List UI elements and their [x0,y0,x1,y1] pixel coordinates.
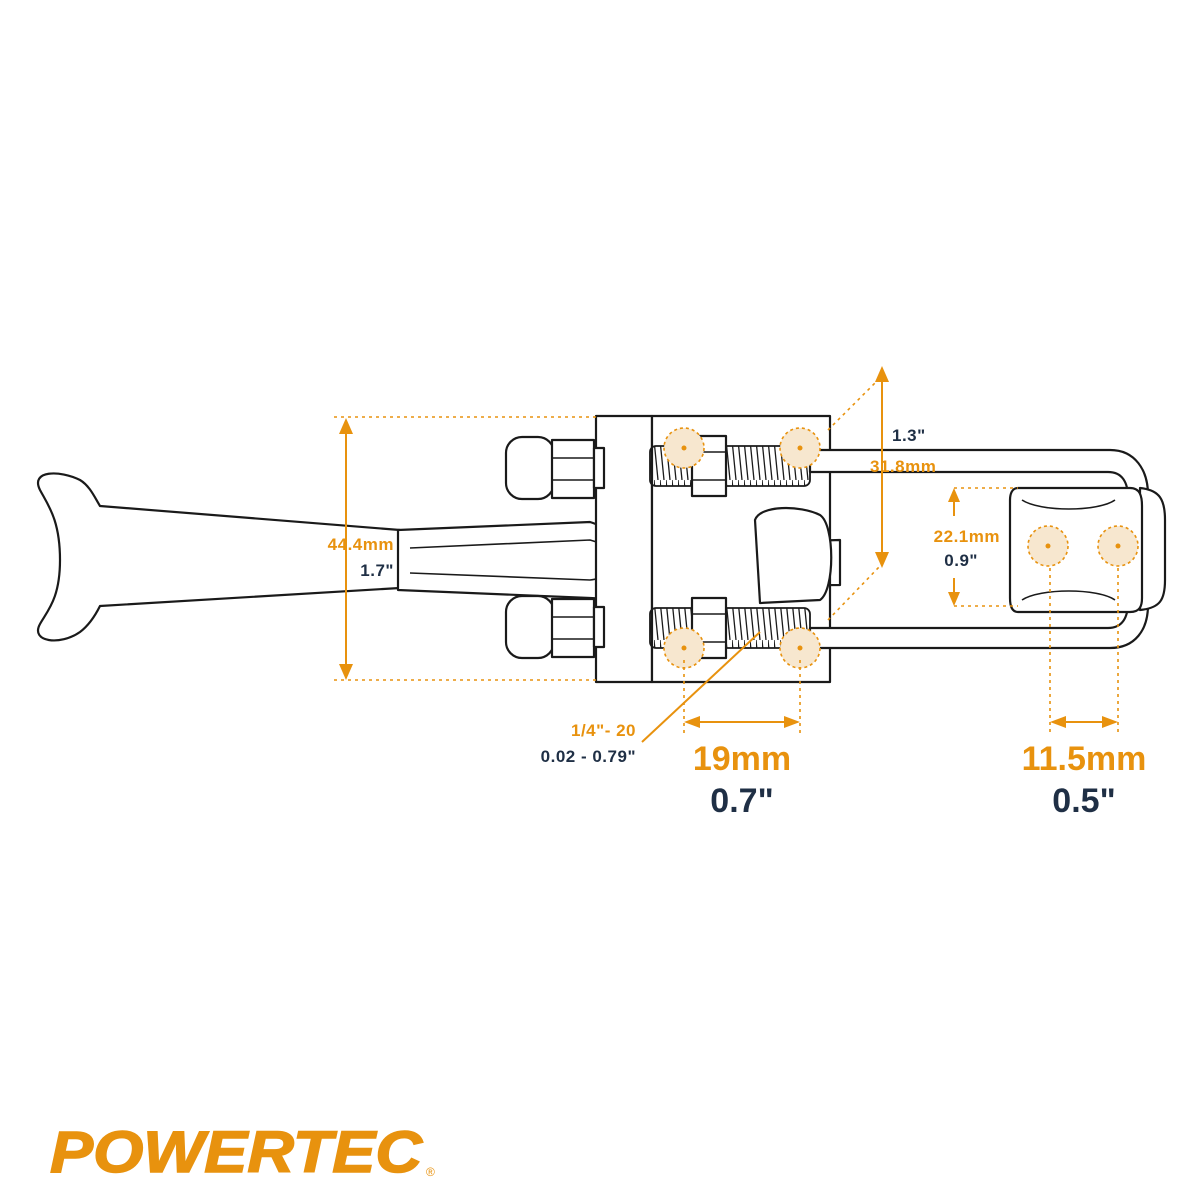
dimension-hook-width [948,487,1018,607]
upper-left-nut [504,435,606,501]
dimension-latch-hole-spacing [1049,568,1119,734]
hook-reach-inch-label: 1.3" [892,426,926,445]
thread-size-label: 1/4"- 20 [571,721,636,740]
hook-width-mm-label: 22.1mm [933,527,1000,546]
latch-hole-spacing-inch-label: 0.5" [1052,782,1116,820]
base-hole-spacing-inch-label: 0.7" [710,782,774,820]
hook-width-inch-label: 0.9" [944,551,978,570]
base-hole-spacing-mm-label: 19mm [692,740,792,778]
powertec-logo: POWERTEC ® [49,1119,435,1184]
mounting-holes [663,427,1139,669]
thread-range-label: 0.02 - 0.79" [540,747,636,766]
dimension-height-overall [334,416,596,681]
latch-hole-spacing-mm-label: 11.5mm [1021,740,1147,778]
height-inch-label: 1.7" [360,561,394,580]
dimension-hook-reach [827,366,889,621]
height-mm-label: 44.4mm [327,535,394,554]
latch-plate [1008,486,1167,614]
thread-leader-line [641,631,761,743]
hook-reach-mm-label: 31.8mm [870,457,937,476]
lower-left-nut [504,594,606,660]
registered-mark: ® [426,1165,435,1179]
dimension-base-hole-spacing [683,660,801,736]
logo-wordmark: POWERTEC [50,1120,423,1184]
